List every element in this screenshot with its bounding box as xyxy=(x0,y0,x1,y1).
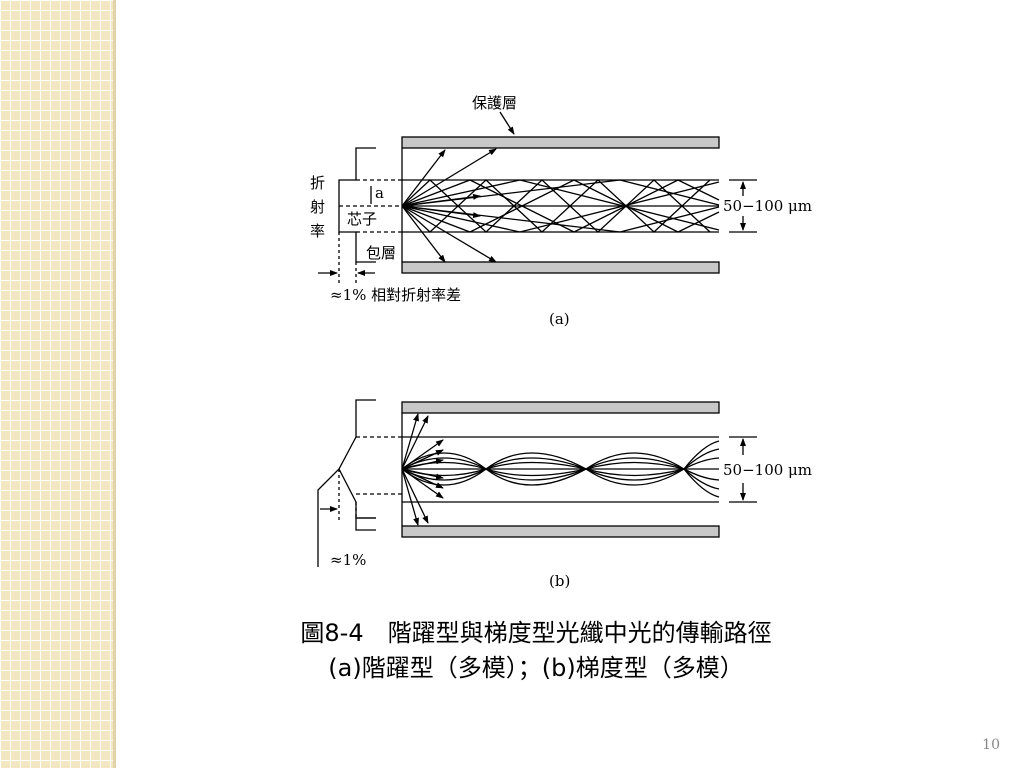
step-index-panel xyxy=(318,111,757,284)
figure-caption-title: 圖8-4 階躍型與梯度型光纖中光的傳輸路徑 xyxy=(300,619,772,647)
protective-layer-bottom xyxy=(401,261,720,274)
graded-index-panel xyxy=(317,399,757,567)
slide-canvas xyxy=(116,0,1024,768)
index-difference-label-b: ≈1% xyxy=(330,551,366,569)
core-diameter-label-a: 50−100 μm xyxy=(723,197,812,215)
index-difference-label: ≈1% 相對折射率差 xyxy=(330,286,461,304)
core-diameter-label-b: 50−100 μm xyxy=(723,461,812,479)
page-number: 10 xyxy=(982,737,1000,753)
sidebar-pattern xyxy=(0,0,113,768)
refractive-index-char-1: 折 xyxy=(310,174,325,192)
protective-layer-label: 保護層 xyxy=(472,94,517,112)
refractive-index-char-2: 射 xyxy=(310,198,325,216)
panel-label-b: (b) xyxy=(549,572,570,590)
sidebar-edge xyxy=(113,0,116,768)
figure-caption-subtitle: (a)階躍型（多模）；(b)梯度型（多模） xyxy=(328,654,744,682)
core-radius-label: a xyxy=(375,184,384,202)
grid-pattern xyxy=(0,0,113,768)
protective-layer-top xyxy=(401,136,720,149)
refractive-index-char-3: 率 xyxy=(310,222,325,240)
core-label: 芯子 xyxy=(347,210,377,228)
cladding-label: 包層 xyxy=(366,244,396,262)
panel-label-a: (a) xyxy=(549,310,570,328)
